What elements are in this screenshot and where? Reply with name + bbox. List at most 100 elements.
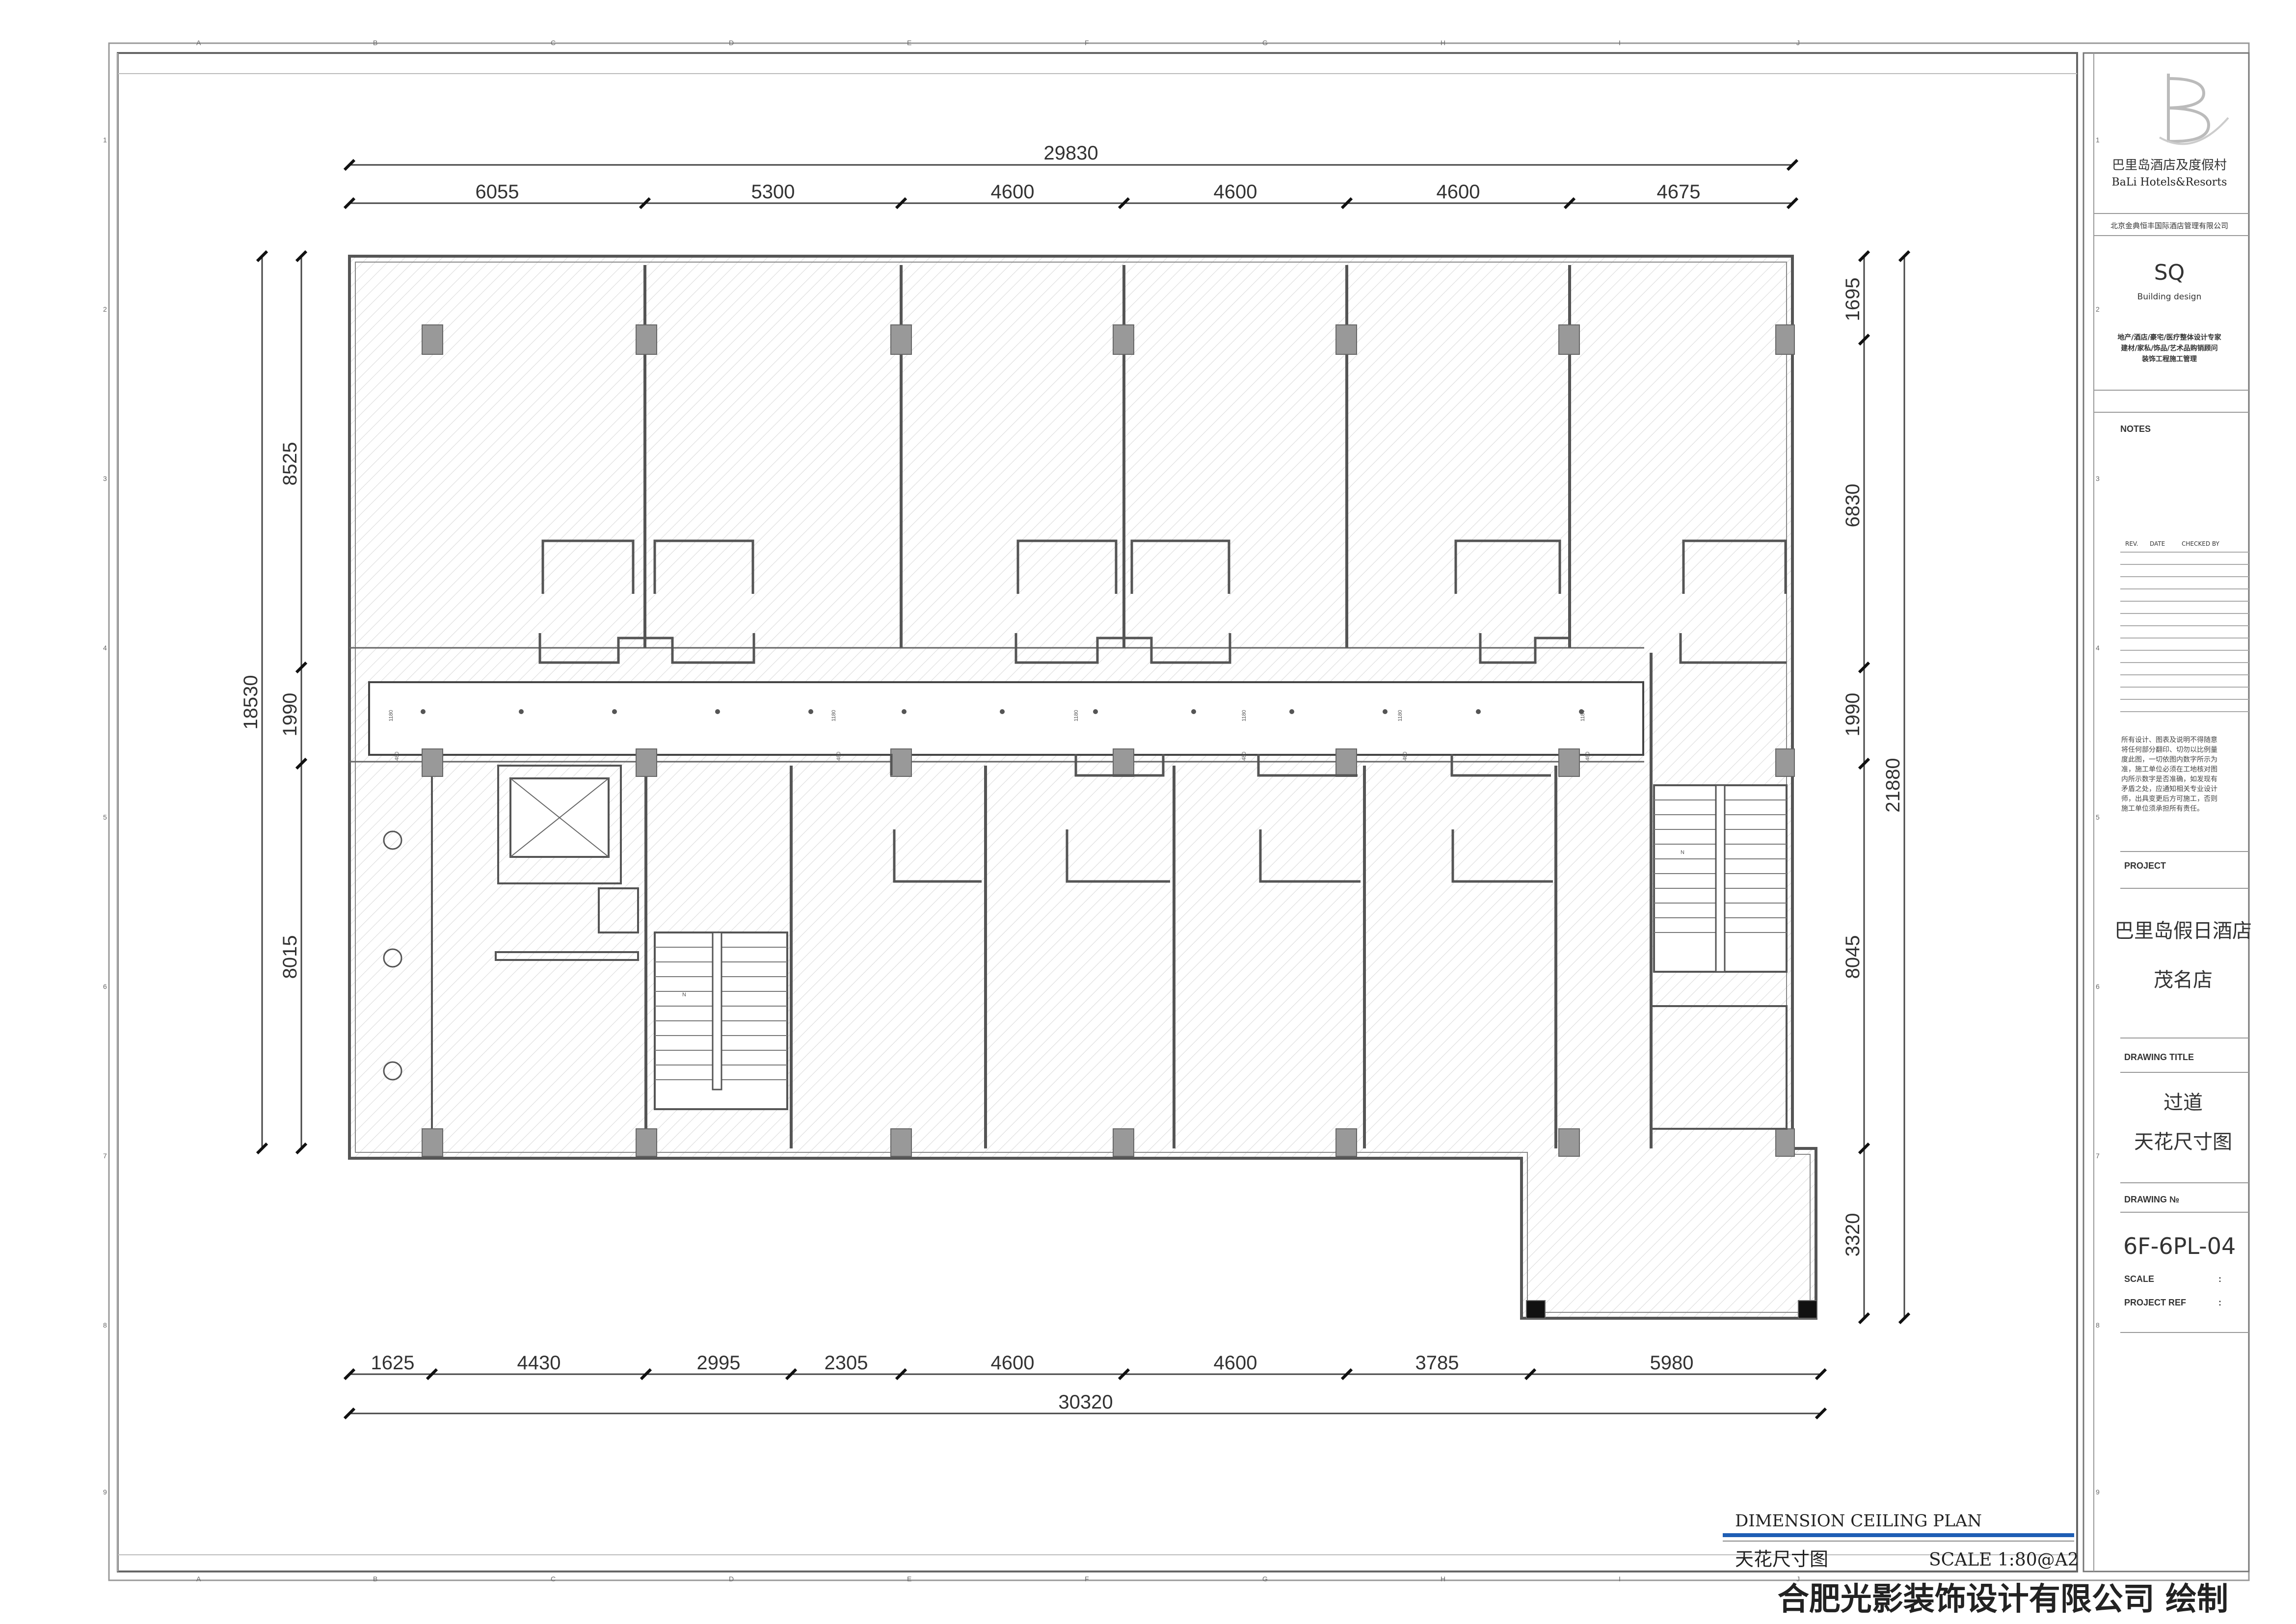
dim-tick bbox=[1815, 1407, 1827, 1420]
column bbox=[636, 1128, 657, 1157]
project-ref-colon: : bbox=[2218, 1298, 2221, 1307]
grid-col-label: J bbox=[1796, 1575, 1800, 1583]
project-ref-label: PROJECT REF bbox=[2124, 1298, 2186, 1307]
services-line: 地产/酒店/豪宅/医疗整体设计专家 bbox=[2117, 333, 2221, 342]
disclaimer-line: 内所示数字是否准确，如发现有 bbox=[2121, 775, 2217, 783]
bathroom-pods-bottom bbox=[890, 754, 1553, 883]
drawing-no-label: DRAWING № bbox=[2124, 1195, 2179, 1204]
column bbox=[1558, 324, 1580, 355]
caption-title-cn: 天花尺寸图 bbox=[1735, 1548, 1828, 1570]
dim-top-3: 4600 bbox=[991, 181, 1035, 203]
grid-col-label: D bbox=[729, 39, 734, 47]
dim-tick bbox=[343, 159, 356, 171]
floor-plan: N N bbox=[348, 255, 1817, 1320]
dim-tick bbox=[1858, 250, 1870, 263]
room-entry bbox=[538, 633, 755, 664]
ceiling-light-icon bbox=[519, 709, 524, 714]
dim-left-3: 8015 bbox=[279, 935, 301, 979]
grid-col-label: C bbox=[551, 1575, 556, 1583]
dim-top-1: 6055 bbox=[476, 181, 519, 203]
dim-tick bbox=[1898, 1312, 1911, 1325]
dim-tick bbox=[1524, 1368, 1537, 1381]
corridor-lights bbox=[421, 709, 1584, 714]
pipe-duct bbox=[598, 887, 639, 933]
pipe-duct bbox=[495, 951, 639, 961]
dim-tick bbox=[295, 1142, 308, 1155]
dim-left-1: 8525 bbox=[279, 442, 301, 486]
dim-tick bbox=[1815, 1368, 1827, 1381]
column bbox=[636, 324, 657, 355]
grid-row-label: 1 bbox=[103, 136, 107, 144]
elevator-cross bbox=[510, 778, 609, 857]
grid-col-label: B bbox=[373, 1575, 377, 1583]
dim-tick bbox=[1858, 1142, 1870, 1155]
dim-tick bbox=[1786, 197, 1799, 210]
grid-row-label: 2 bbox=[103, 305, 107, 313]
dim-bottom-8: 5980 bbox=[1650, 1352, 1694, 1374]
ceiling-light-icon bbox=[1289, 709, 1294, 714]
grid-row-label: 7 bbox=[2096, 1152, 2100, 1160]
dim-tick bbox=[639, 197, 651, 210]
dim-bottom-2: 4430 bbox=[517, 1352, 561, 1374]
ceiling-light-icon bbox=[1191, 709, 1196, 714]
revision-table-rows bbox=[2120, 552, 2249, 712]
stair-handrail bbox=[1715, 784, 1726, 973]
corridor-dim-480: 480 bbox=[1241, 752, 1247, 761]
grid-row-label: 4 bbox=[103, 644, 107, 652]
grid-row-label: 8 bbox=[103, 1321, 107, 1329]
dim-tick bbox=[895, 197, 908, 210]
north-arrow-left: N bbox=[682, 992, 686, 998]
column bbox=[1775, 1128, 1795, 1157]
dim-tick bbox=[1118, 1368, 1130, 1381]
dim-bottom-6: 4600 bbox=[1214, 1352, 1257, 1374]
drawing-title-1: 过道 bbox=[2163, 1092, 2203, 1114]
drawing-caption: DIMENSION CEILING PLAN 天花尺寸图 SCALE 1:80@… bbox=[1723, 1511, 2079, 1570]
dim-tick bbox=[426, 1368, 438, 1381]
column bbox=[1335, 1128, 1357, 1157]
dim-bottom-5: 4600 bbox=[991, 1352, 1035, 1374]
ceiling-light-icon bbox=[421, 709, 426, 714]
bathroom-pod bbox=[541, 539, 635, 594]
grid-col-label: J bbox=[1796, 39, 1800, 47]
scale-label: SCALE bbox=[2124, 1274, 2154, 1284]
column bbox=[636, 748, 657, 777]
bathroom-pod bbox=[1454, 539, 1561, 594]
dim-tick bbox=[295, 250, 308, 263]
elevator-cab bbox=[497, 765, 622, 884]
drawing-no: 6F-6PL-04 bbox=[2123, 1233, 2236, 1259]
grid-row-label: 9 bbox=[103, 1488, 107, 1496]
dim-tick bbox=[343, 1368, 356, 1381]
ceiling-light-icon bbox=[715, 709, 720, 714]
room-entry bbox=[890, 754, 1551, 777]
grid-col-label: B bbox=[373, 39, 377, 47]
service-room bbox=[1650, 1005, 1788, 1130]
rev-header: REV. bbox=[2125, 540, 2138, 547]
column bbox=[890, 1128, 912, 1157]
dim-tick bbox=[343, 197, 356, 210]
bathroom-pod bbox=[1682, 539, 1787, 594]
dim-left-overall: 18530 bbox=[240, 675, 262, 729]
grid-col-label: I bbox=[1619, 1575, 1621, 1583]
dim-tick bbox=[1340, 197, 1353, 210]
corridor-dim-1180: 1180 bbox=[831, 710, 837, 721]
services-line: 建材/家私/饰品/艺术品购销顾问 bbox=[2121, 344, 2217, 352]
grid-row-label: 9 bbox=[2096, 1488, 2100, 1496]
project-label: PROJECT bbox=[2124, 861, 2166, 871]
grid-row-label: 6 bbox=[103, 983, 107, 990]
disclaimer-line: 施工单位须承担所有责任。 bbox=[2121, 805, 2204, 813]
dim-bottom-1: 1625 bbox=[371, 1352, 415, 1374]
dim-bottom-4: 2305 bbox=[825, 1352, 868, 1374]
grid-col-label: A bbox=[196, 39, 201, 47]
dimension-lines bbox=[261, 164, 1905, 1414]
grid-column-labels-bottom: A B C D E F G H I J bbox=[196, 1575, 1800, 1583]
column bbox=[1113, 1128, 1134, 1157]
grid-col-label: C bbox=[551, 39, 556, 47]
grid-row-label: 2 bbox=[2096, 305, 2100, 313]
stair-left bbox=[654, 932, 788, 1110]
grid-row-label: 3 bbox=[103, 475, 107, 482]
brand-en: BaLi Hotels&Resorts bbox=[2112, 176, 2227, 188]
dim-top-4: 4600 bbox=[1214, 181, 1257, 203]
caption-title-en: DIMENSION CEILING PLAN bbox=[1735, 1511, 1982, 1531]
dim-tick bbox=[295, 757, 308, 770]
dim-tick bbox=[1858, 757, 1870, 770]
